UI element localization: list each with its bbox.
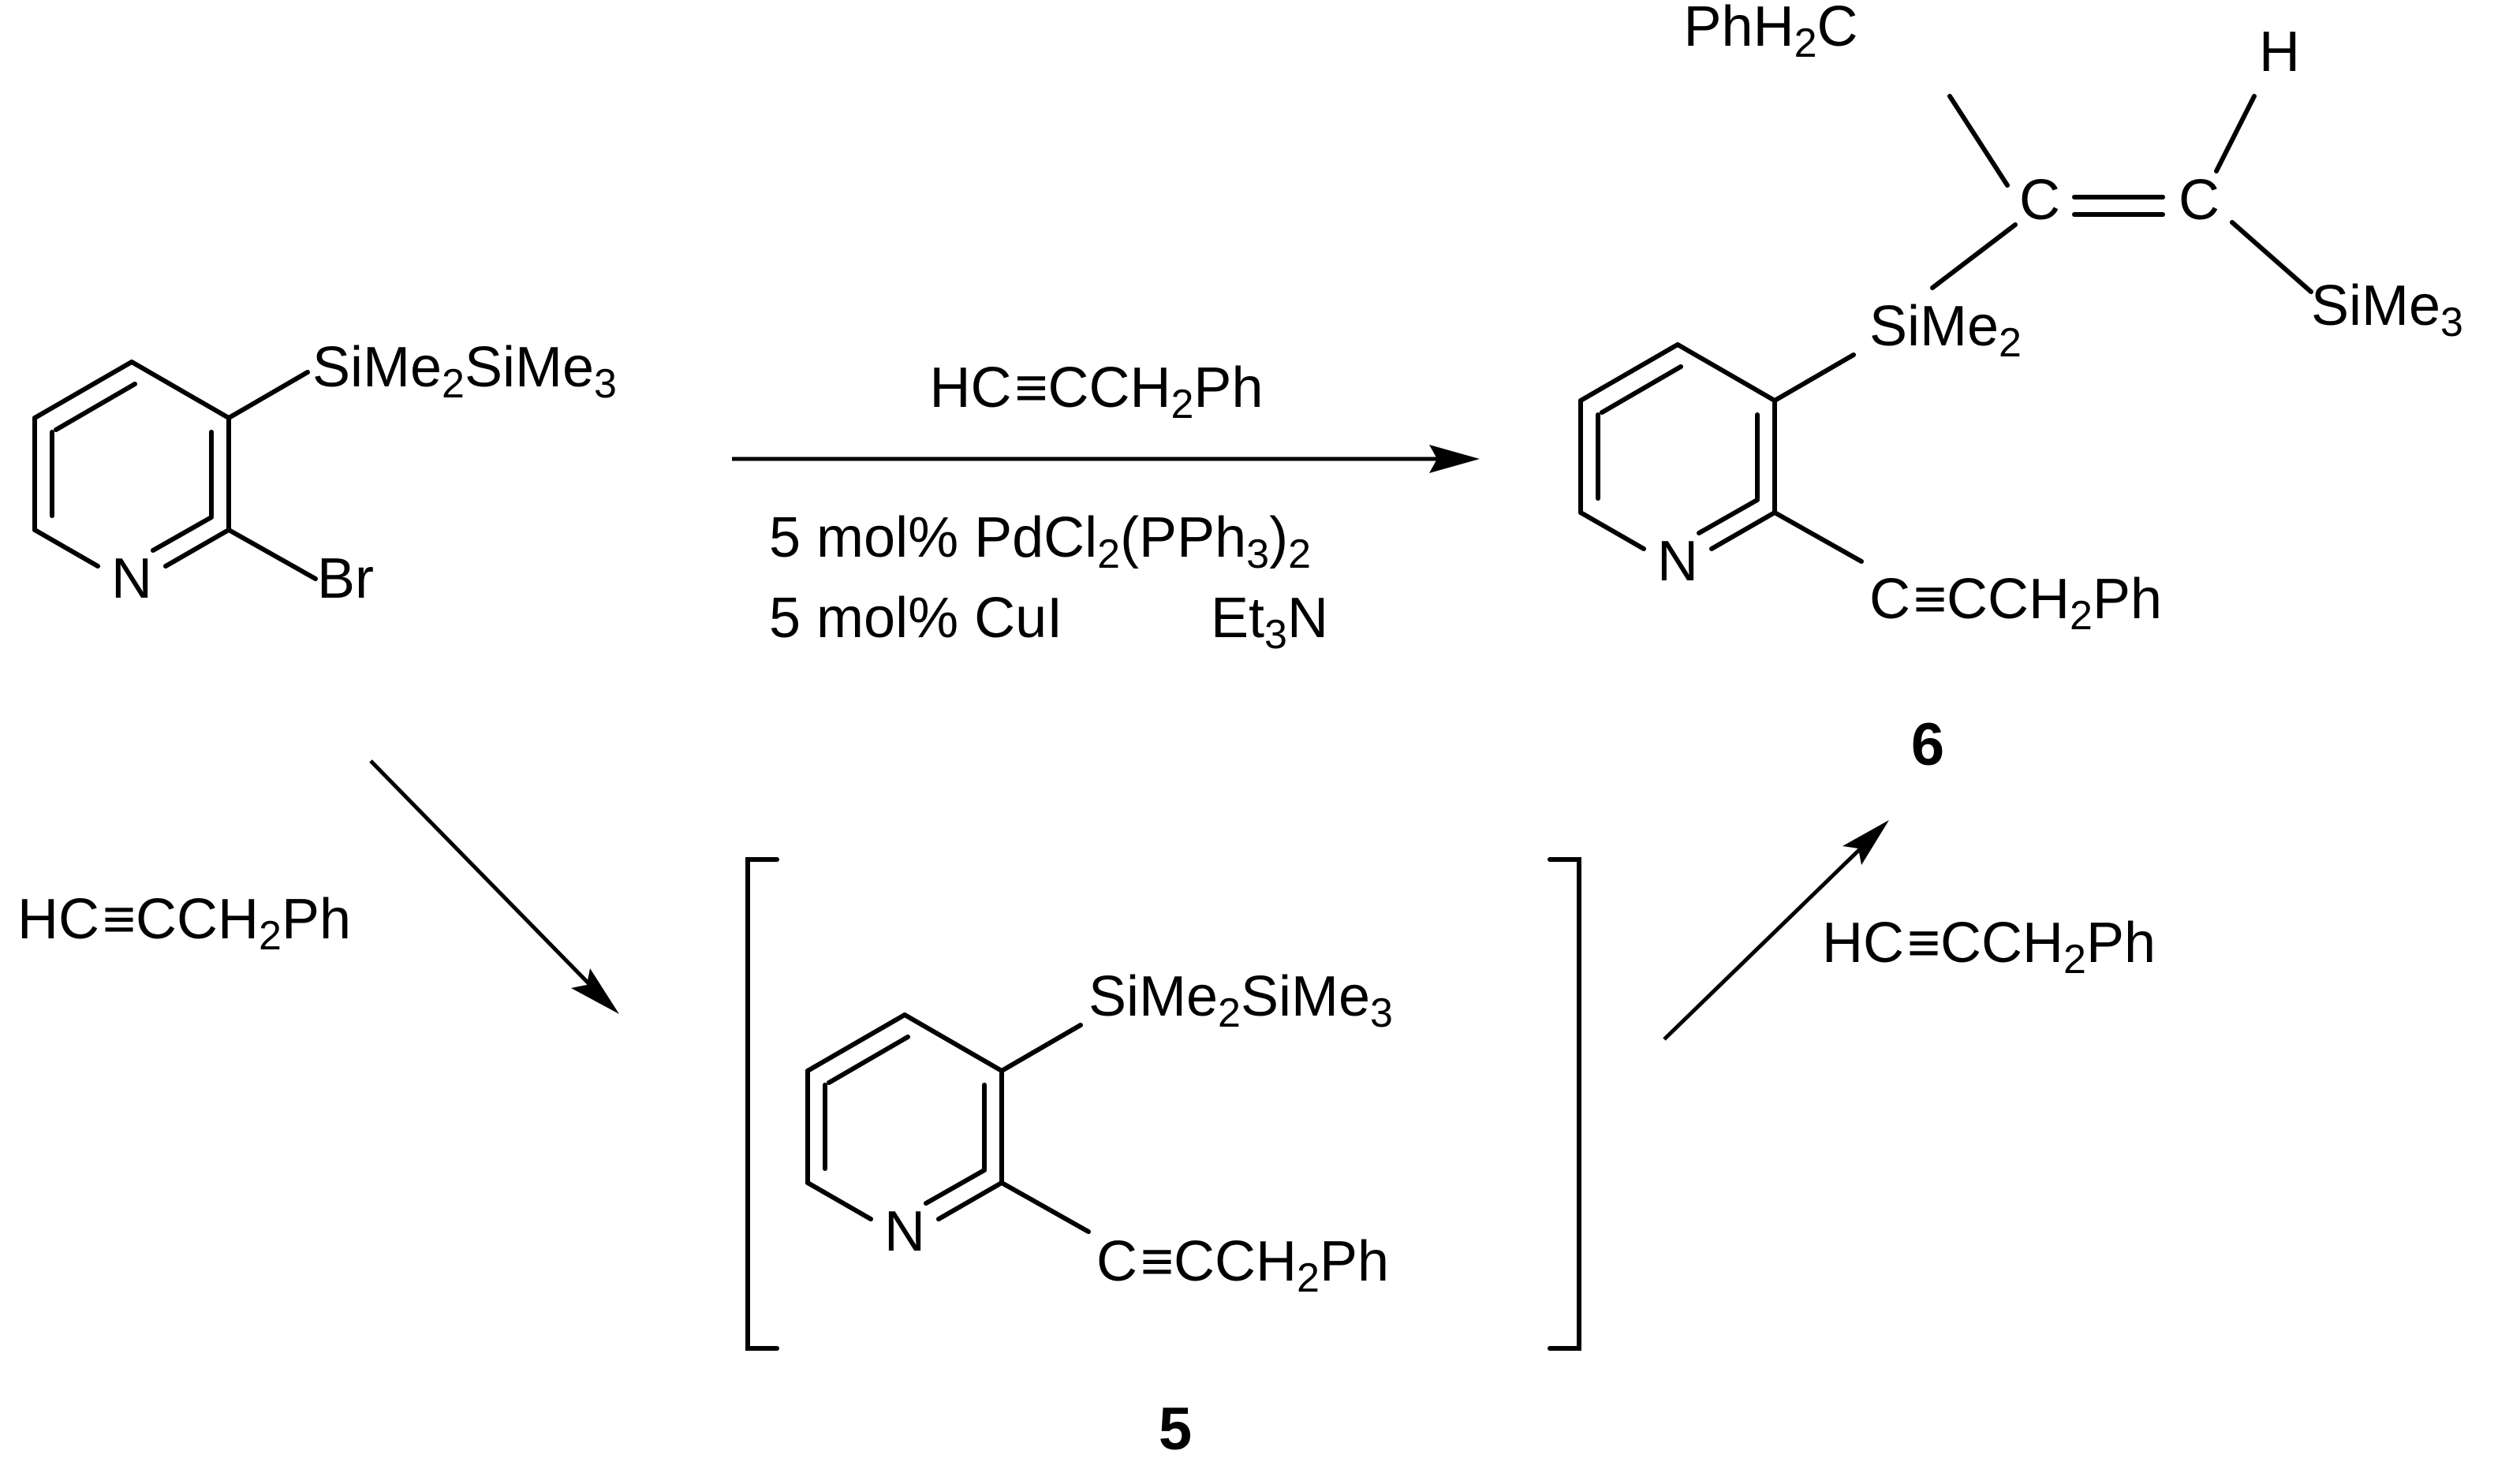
bromo-substituent: Br [317,547,374,610]
top-arrow-reagent: HC≡CCH2Ph [929,356,1263,427]
ring-nitrogen: N [111,547,152,610]
alkyne-substituent: C≡CCH2Ph [1096,1230,1389,1301]
dimethylsilyl-group: SiMe2 [1869,295,2022,366]
copper-cocatalyst: 5 mol% CuI [769,587,1062,650]
down-arrow-reagent: HC≡CCH2Ph [17,888,351,959]
disilanyl-group: SiMe2SiMe3 [312,336,617,407]
palladium-catalyst: 5 mol% PdCl2(PPh3)2 [769,506,1311,577]
intermediate-5: N SiMe2SiMe3 C≡CCH2Ph [808,965,1393,1301]
compound-label-6: 6 [1911,711,1944,778]
vinyl-carbon-left: C [2019,169,2060,232]
top-reaction-arrow: HC≡CCH2Ph 5 mol% PdCl2(PPh3)2 5 mol% CuI… [732,356,1480,658]
benzyl-group: PhH2C [1684,0,1858,66]
up-reaction-arrow: HC≡CCH2Ph [1663,820,2156,1041]
up-arrow-reagent: HC≡CCH2Ph [1822,912,2156,982]
product-6: N SiMe2 C≡CCH2Ph PhH2C C C H SiMe3 6 [1581,0,2463,778]
trimethylsilyl-group: SiMe3 [2311,274,2463,345]
ring-nitrogen: N [884,1200,925,1263]
starting-material: N SiMe2SiMe3 Br [35,336,617,610]
intermediate-bracket [745,857,1581,1351]
down-reaction-arrow: HC≡CCH2Ph [17,759,619,1014]
alkyne-substituent: C≡CCH2Ph [1869,568,2162,639]
vinyl-hydrogen: H [2259,21,2300,84]
amine-base: Et3N [1211,587,1328,658]
compound-label-5: 5 [1159,1396,1192,1463]
vinyl-carbon-right: C [2179,169,2220,232]
ring-nitrogen: N [1657,530,1698,593]
disilanyl-group: SiMe2SiMe3 [1088,965,1393,1036]
